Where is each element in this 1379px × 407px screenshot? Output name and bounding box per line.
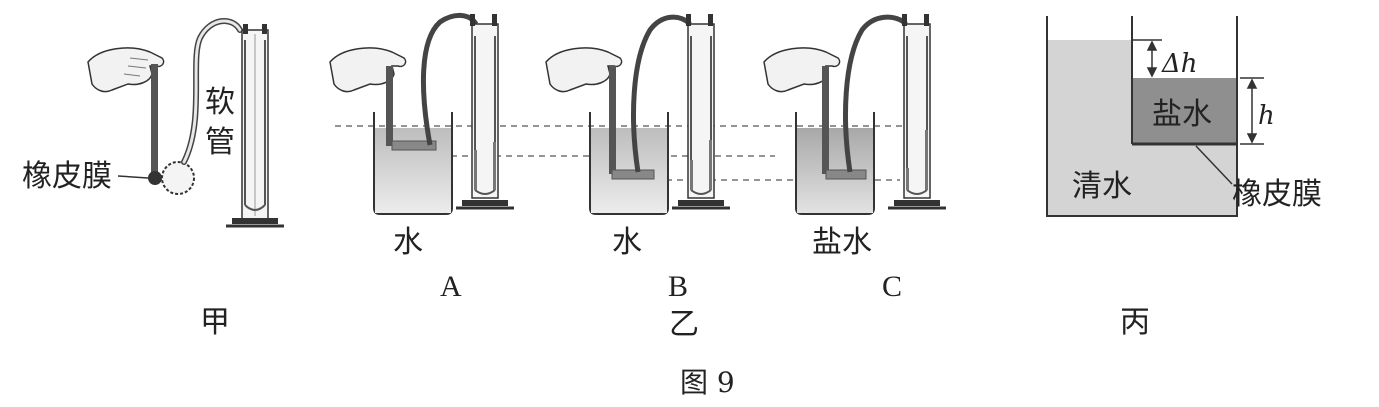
setup-a: 水 A — [329, 13, 514, 303]
probe-rod — [151, 64, 158, 176]
probe-membrane-c — [825, 169, 867, 180]
tank-outline — [1046, 16, 1238, 217]
h-dimension — [1240, 77, 1264, 145]
panel-jia: 软 管 橡皮膜 甲 — [22, 18, 284, 340]
figure-caption: 图 9 — [680, 366, 735, 399]
u-tube-manometer-icon — [888, 14, 946, 210]
beaker-icon — [589, 112, 669, 215]
callout-tube-char-2: 管 — [205, 125, 235, 160]
salt-water-label: 盐水 — [1152, 97, 1212, 132]
delta-h-dimension — [1132, 39, 1162, 78]
hand-icon — [329, 47, 407, 93]
beaker-icon — [373, 112, 453, 215]
callout-tube-char-1: 软 — [205, 85, 235, 120]
callout-membrane: 橡皮膜 — [22, 159, 112, 194]
h-label: h — [1258, 101, 1275, 131]
setup-c: 盐水 C — [763, 14, 946, 303]
u-tube-manometer-icon — [456, 14, 514, 210]
liquid-label-b: 水 — [612, 225, 642, 260]
probe-membrane-b — [611, 169, 655, 180]
membrane-label: 橡皮膜 — [1232, 177, 1322, 212]
setup-tag-a: A — [440, 270, 462, 303]
clear-water-label: 清水 — [1072, 169, 1132, 204]
panel-bing: Δh h 盐水 清水 橡皮膜 丙 — [1046, 16, 1322, 340]
setup-tag-b: B — [668, 270, 688, 303]
setup-b: 水 B — [545, 14, 730, 303]
probe-rod-b — [609, 66, 616, 174]
panel-label-yi: 乙 — [669, 307, 699, 342]
salt-water-block — [1132, 78, 1237, 144]
u-tube-manometer-icon — [672, 14, 730, 210]
u-tube-manometer-icon — [226, 24, 284, 228]
panel-label-bing: 丙 — [1120, 305, 1150, 340]
hand-icon — [545, 47, 623, 93]
panel-label-jia: 甲 — [200, 305, 230, 340]
probe-rod-c — [822, 66, 829, 174]
liquid-label-c: 盐水 — [812, 225, 872, 260]
setup-tag-c: C — [882, 270, 902, 303]
delta-h-label: Δh — [1161, 49, 1198, 79]
probe-membrane-a — [391, 140, 437, 151]
rubber-membrane-icon — [148, 171, 162, 185]
beaker-icon — [795, 112, 875, 215]
rubber-membrane-box — [161, 161, 195, 195]
hand-icon — [87, 47, 165, 93]
probe-rod-a — [386, 66, 393, 146]
liquid-label-a: 水 — [393, 225, 423, 260]
